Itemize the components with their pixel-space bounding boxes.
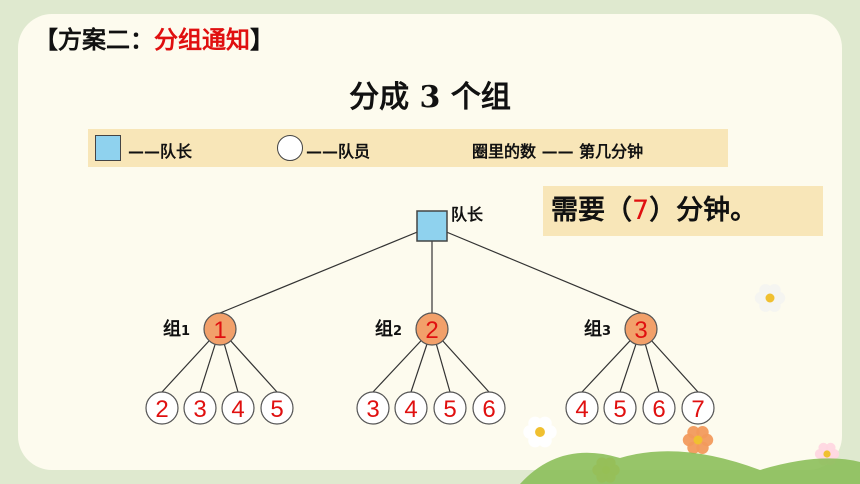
member-node-g3-3 [642,391,676,425]
answer-before: 需要（ [551,195,632,226]
member-number-g1-4: 5 [270,396,283,423]
group-label-2: 组2 [375,318,402,340]
member-number-g3-4: 7 [691,396,704,423]
member-node-g1-3 [221,391,255,425]
leader-node [416,210,448,242]
group-node-number-2: 2 [425,317,438,344]
legend-note-text: 圈里的数 —— 第几分钟 [472,142,644,161]
member-circle-icon [277,135,303,161]
heading-close: 】 [250,25,274,54]
flower-petal-3-5 [759,284,772,297]
legend-member-text: ——队员 [306,142,371,161]
grass-shape [520,451,860,484]
heading-open: 【方案二： [34,25,154,54]
scheme-heading: 【方案二：分组通知】 [34,20,274,55]
member-number-g2-3: 5 [443,396,456,423]
member-node-g2-2 [394,391,428,425]
member-number-g1-1: 2 [155,396,168,423]
edge-leader-group-1 [219,225,433,314]
flower-petal-1-5 [528,416,542,431]
flower-petal-2-6 [696,426,709,439]
flower-petal-3-6 [768,284,781,297]
member-node-g1-4 [260,391,294,425]
member-number-g3-1: 4 [575,396,588,423]
member-node-g2-1 [356,391,390,425]
flower-center-2 [693,435,703,445]
member-number-g2-4: 6 [482,396,495,423]
answer-box: 需要（7）分钟。 [543,186,823,236]
member-number-g2-1: 3 [366,396,379,423]
answer-value: 7 [632,195,650,226]
flower-petal-1-6 [538,416,552,431]
member-number-g1-2: 3 [193,396,206,423]
flower-petal-5-6 [825,442,836,453]
leader-square-icon [95,135,121,161]
group-node-1 [203,312,237,346]
group-node-number-3: 3 [634,317,647,344]
group-node-number-1: 1 [213,317,226,344]
flower-center-1 [535,427,545,437]
member-node-g3-2 [603,391,637,425]
heading-highlight: 分组通知 [154,25,250,54]
group-node-2 [415,312,449,346]
flower-petal-5-5 [818,442,829,453]
group-label-1: 组1 [163,318,190,340]
member-node-g3-4 [681,391,715,425]
flower-petal-2-2 [696,441,709,454]
member-number-g2-2: 4 [404,396,417,423]
flower-center-5 [823,450,831,458]
member-number-g3-2: 5 [613,396,626,423]
flower-petal-2-5 [687,426,700,439]
member-node-g2-4 [472,391,506,425]
legend: ——队长 ——队员 圈里的数 —— 第几分钟 [88,129,728,167]
member-node-g1-2 [183,391,217,425]
member-number-g3-3: 6 [652,396,665,423]
group-node-3 [624,312,658,346]
member-node-g3-1 [565,391,599,425]
member-node-g2-3 [433,391,467,425]
flower-center-3 [765,293,775,303]
member-node-g1-1 [145,391,179,425]
flower-petal-3-2 [768,299,781,312]
answer-after: ）分钟。 [649,195,758,226]
flower-petal-1-2 [538,433,552,448]
page-title: 分成 3 个组 [349,80,511,115]
member-number-g1-3: 4 [231,396,244,423]
group-label-3: 组3 [584,318,611,340]
leader-label: 队长 [451,205,484,224]
legend-leader-text: ——队长 [128,142,193,161]
edge-leader-group-3 [431,225,642,314]
